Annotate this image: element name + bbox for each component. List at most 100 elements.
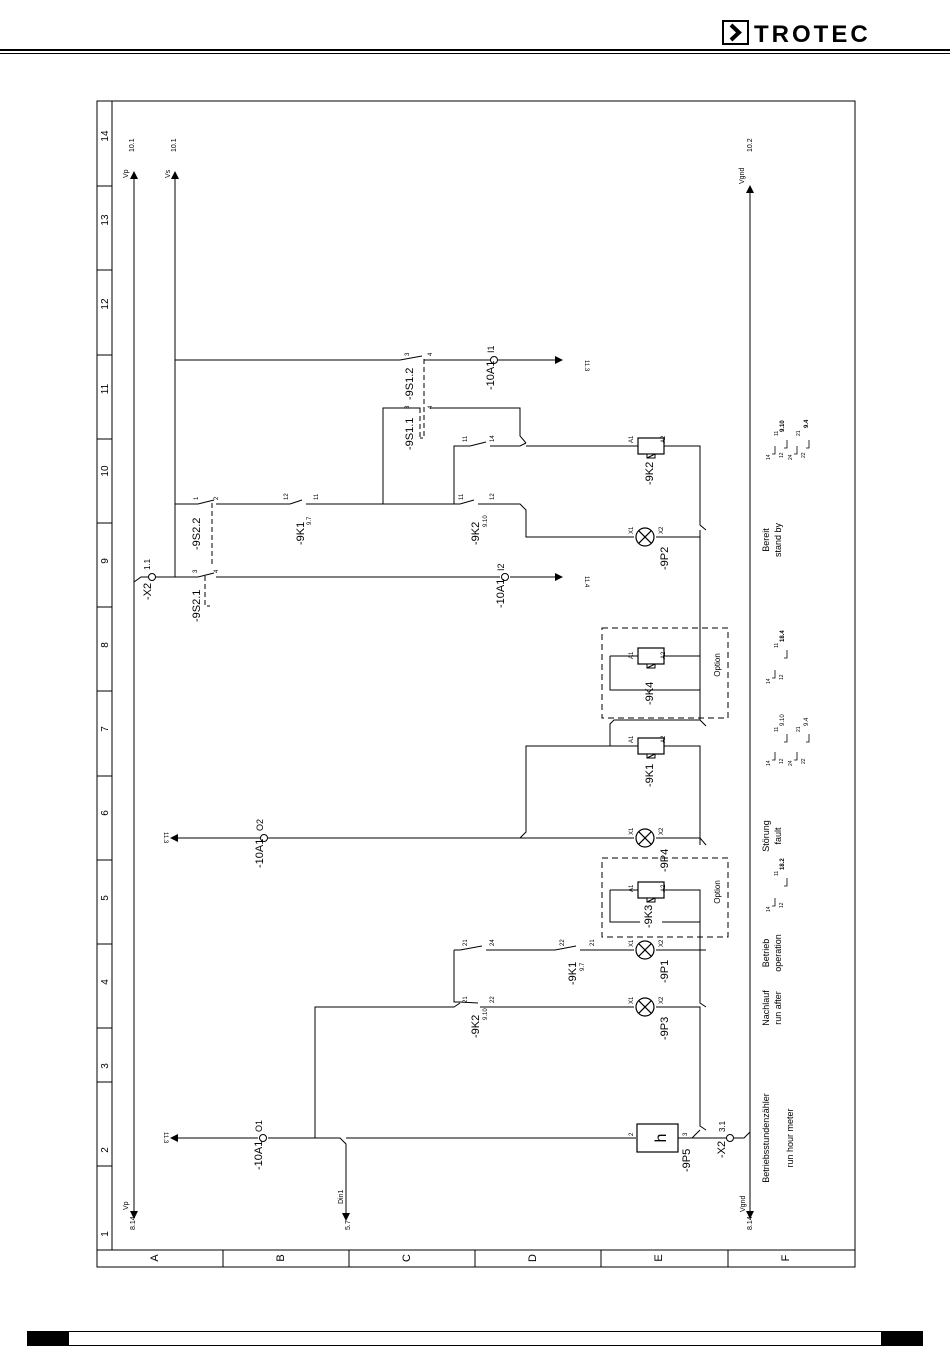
row-label: C: [401, 1254, 413, 1262]
xref-pin: 14: [766, 906, 772, 912]
label-9k2-top: -9K2: [470, 522, 482, 545]
label-o2: O2: [255, 819, 265, 831]
pin-label: A2: [661, 435, 667, 443]
pin-label: 24: [490, 939, 496, 946]
pin-label: 21: [463, 996, 469, 1003]
label-vgnd-bottom-ref: 8.14: [747, 1216, 754, 1230]
lamp-9p4: [635, 828, 655, 848]
pin-label: X1: [629, 996, 635, 1004]
ref-o1: 11.3: [162, 1132, 168, 1144]
pin-label: 4: [214, 569, 220, 573]
label-vp-top: Vp: [123, 169, 130, 178]
pin-label: X2: [659, 996, 665, 1004]
xref-pin: 12: [779, 758, 785, 764]
pin-label: 3: [193, 569, 199, 573]
pin-label: X1: [629, 827, 635, 835]
xref-k1-1: 9.10: [780, 714, 786, 726]
pin-label: 21: [463, 939, 469, 946]
label-din1: Din1: [338, 1189, 345, 1204]
pin-label: 2: [629, 1132, 635, 1136]
hour-meter-symbol: h: [653, 1134, 670, 1143]
header-rule: [0, 49, 950, 51]
label-10a1-o2: -10A1: [254, 839, 266, 868]
pin-label: X2: [659, 939, 665, 947]
row-labels: A B C D E F: [149, 1254, 792, 1262]
label-i1: I1: [486, 345, 496, 353]
terminal-o2: [260, 834, 268, 842]
pin-label: A1: [629, 735, 635, 743]
label-vs-top: Vs: [165, 169, 172, 178]
xref-pin: 22: [801, 452, 807, 458]
terminal-o1: [259, 1134, 267, 1142]
column-label: 7: [100, 726, 111, 732]
label-9k3: -9K3: [643, 905, 655, 928]
column-label: 13: [100, 214, 111, 226]
xref-pin: 24: [788, 760, 794, 766]
lamp-9p2: [635, 527, 655, 547]
label-vp-bottom-ref: 8.14: [130, 1216, 137, 1230]
label-9k2-bottom: -9K2: [470, 1015, 482, 1038]
label-9k1-mid: -9K1: [567, 962, 579, 985]
pin-label: 3: [405, 352, 411, 356]
legend-nachlauf: Nachlauf: [761, 990, 771, 1026]
lamp-9p3: [635, 997, 655, 1017]
xref-k4-1: 18.4: [780, 630, 786, 642]
column-label: 12: [100, 298, 111, 310]
column-ticks: [97, 185, 112, 1167]
column-label: 2: [100, 1147, 111, 1153]
pin-label: X1: [629, 526, 635, 534]
legend-betrieb: Betrieb: [761, 939, 771, 968]
pin-label: A1: [629, 435, 635, 443]
xref-k3-1: 18.2: [780, 858, 786, 870]
pin-label: 12: [284, 493, 290, 500]
xref-k2-1: 9.10: [780, 420, 786, 432]
pin-label: A1: [629, 884, 635, 892]
logo-box: [722, 20, 749, 45]
xref-pin: 14: [766, 454, 772, 460]
pin-label: 2: [214, 496, 220, 500]
legend-stoerung: Störung: [761, 820, 771, 852]
label-9k1-mid-ref: 9.7: [580, 962, 586, 971]
legend-operation: operation: [773, 934, 783, 972]
column-label: 14: [100, 130, 111, 142]
pin-label: 1: [194, 496, 200, 500]
pin-label: 22: [490, 996, 496, 1003]
label-i2: I2: [496, 563, 506, 571]
legend-bereit: Bereit: [761, 528, 771, 552]
pin-label: X2: [659, 526, 665, 534]
xref-pin: 21: [796, 726, 802, 732]
terminal-i2: [501, 573, 509, 581]
row-label: E: [653, 1254, 665, 1261]
terminals: [148, 356, 734, 1142]
label-vgnd-top: Vgnd: [739, 168, 746, 184]
xref-pin: 22: [801, 758, 807, 764]
pin-label: 14: [490, 435, 496, 442]
xref-pin: 11: [774, 431, 780, 436]
label-9s1-2: -9S1.2: [404, 368, 416, 400]
footer-block-left: [27, 1331, 69, 1346]
legend-run-after: run after: [773, 991, 783, 1025]
trotec-logo: TROTEC: [722, 20, 871, 46]
label-9k1-top: -9K1: [295, 522, 307, 545]
label-9p3: -9P3: [659, 1017, 671, 1040]
ref-i2: 11.4: [583, 576, 589, 588]
terminal-i1: [490, 356, 498, 364]
legend-betriebsstunden: Betriebsstundenzähler: [761, 1093, 771, 1183]
label-x2-top-pin: 1.1: [143, 558, 152, 570]
ref-o2: 11.3: [162, 832, 168, 844]
pin-label: A2: [661, 651, 667, 659]
label-10a1-i2: -10A1: [495, 579, 507, 608]
label-9s2-2: -9S2.2: [191, 518, 203, 550]
terminal-x2-bottom: [726, 1134, 734, 1142]
label-9s2-1: -9S2.1: [191, 590, 203, 622]
pin-label: A1: [629, 651, 635, 659]
label-9p2: -9P2: [659, 547, 671, 570]
xref-pin: 12: [779, 902, 785, 908]
xref-k1-2: 9.4: [804, 717, 810, 726]
xref-pin: 11: [774, 727, 780, 732]
terminal-x2-top: [148, 573, 156, 581]
label-9s1-1: -9S1.1: [404, 418, 416, 450]
logo-text: TROTEC: [754, 21, 871, 46]
label-vgnd-bottom: Vgnd: [740, 1196, 747, 1212]
